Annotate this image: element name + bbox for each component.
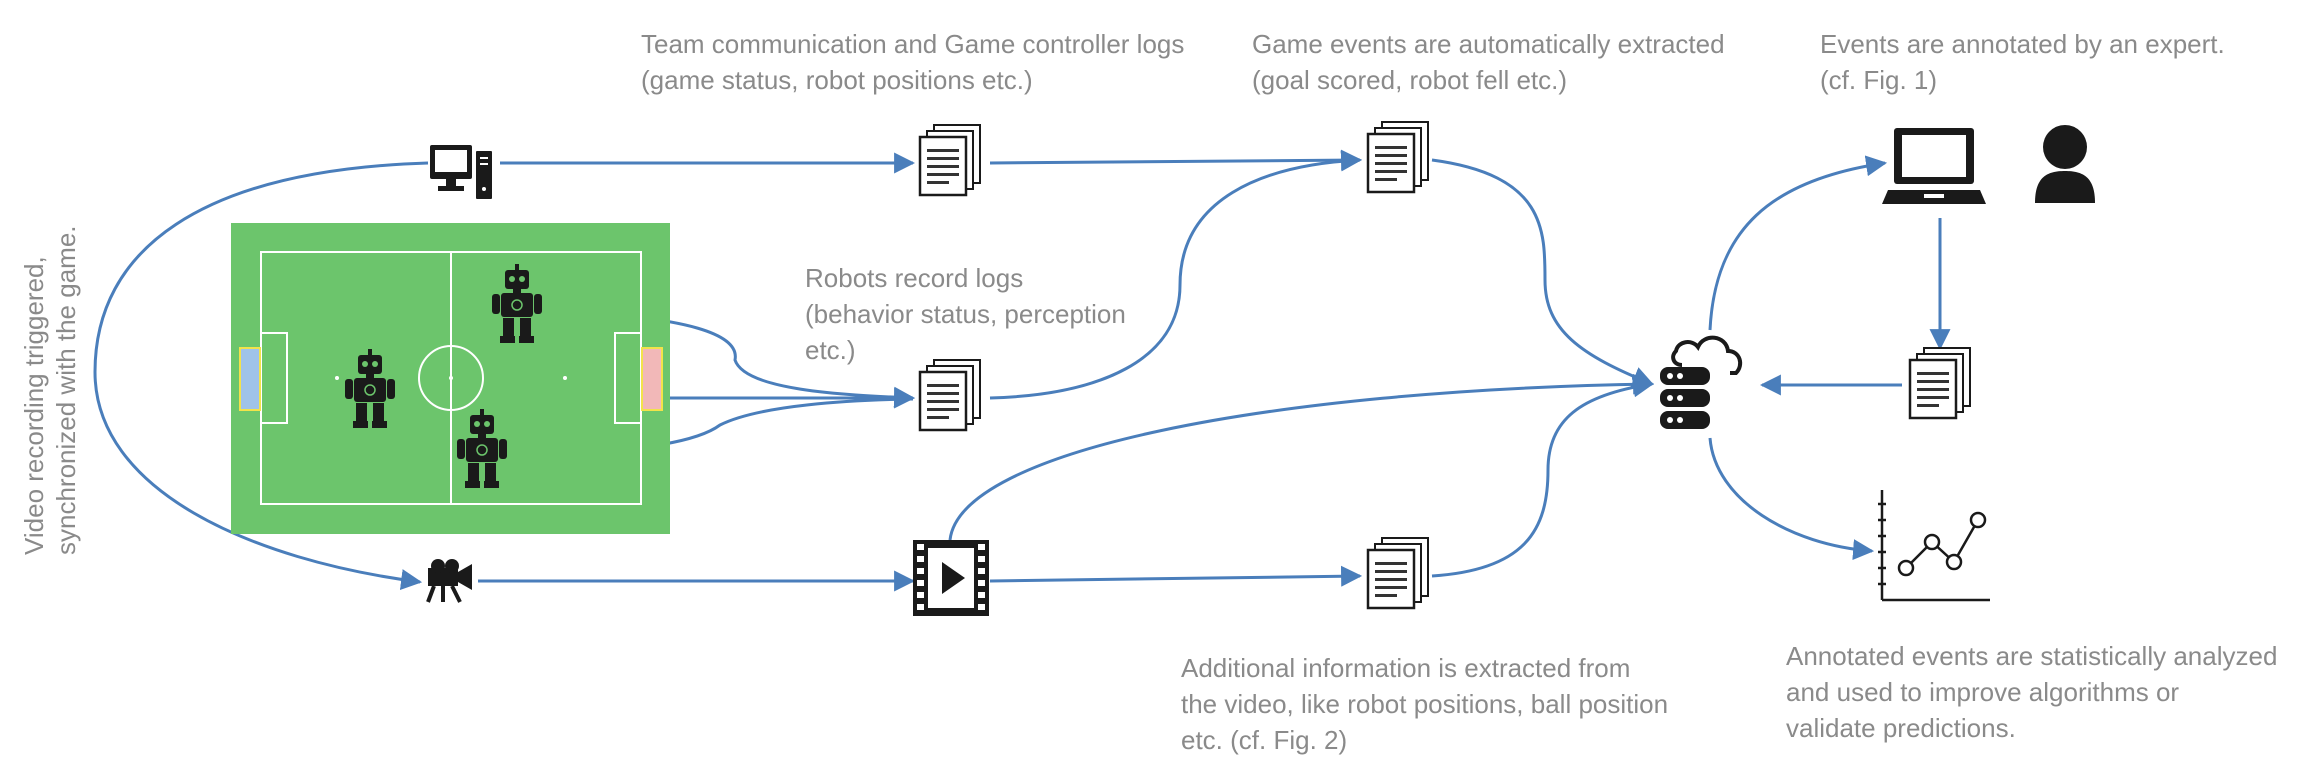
- line-chart-icon: [1878, 490, 1990, 602]
- document-stack-icon: [1908, 346, 1972, 420]
- goal-right: [641, 347, 663, 411]
- laptop-icon: [1882, 128, 1986, 204]
- arrow-extracted-info-to-cloud: [1431, 376, 1655, 578]
- computer-icon: [430, 145, 492, 199]
- video-camera-icon: [426, 559, 472, 603]
- arrow-cloud-to-laptop: [1708, 155, 1888, 331]
- cloud-database-icon: [1660, 335, 1743, 429]
- arrow-loop-to-camera: [93, 161, 429, 590]
- caption-statistical-analysis: Annotated events are statistically analy…: [1786, 641, 2278, 743]
- caption-expert-annotation: Events are annotated by an expert. (cf. …: [1820, 29, 2225, 95]
- document-stack-icon: [918, 123, 982, 197]
- caption-team-communication: Team communication and Game controller l…: [641, 29, 1185, 95]
- caption-robot-logs: Robots record logs (behavior status, per…: [805, 263, 1126, 365]
- goal-left: [239, 347, 261, 411]
- video-play-icon: [913, 540, 989, 616]
- caption-video-extraction: Additional information is extracted from…: [1181, 653, 1669, 755]
- arrow-video-to-cloud: [948, 373, 1655, 541]
- arrow-video-to-extracted-info: [989, 565, 1363, 587]
- arrow-cloud-to-chart: [1708, 437, 1875, 561]
- arrow-team-logs-to-game-events: [989, 149, 1363, 171]
- arrow-game-events-to-cloud: [1431, 158, 1654, 387]
- caption-video-recording: Video recording triggered, synchronized …: [19, 225, 81, 555]
- arrow-robot-logs-to-game-events: [989, 150, 1363, 400]
- caption-game-events: Game events are automatically extracted …: [1252, 29, 1725, 95]
- document-stack-icon: [1366, 120, 1430, 194]
- soccer-field: [231, 223, 670, 534]
- document-stack-icon: [918, 358, 982, 432]
- document-stack-icon: [1366, 536, 1430, 610]
- user-icon: [2035, 125, 2095, 203]
